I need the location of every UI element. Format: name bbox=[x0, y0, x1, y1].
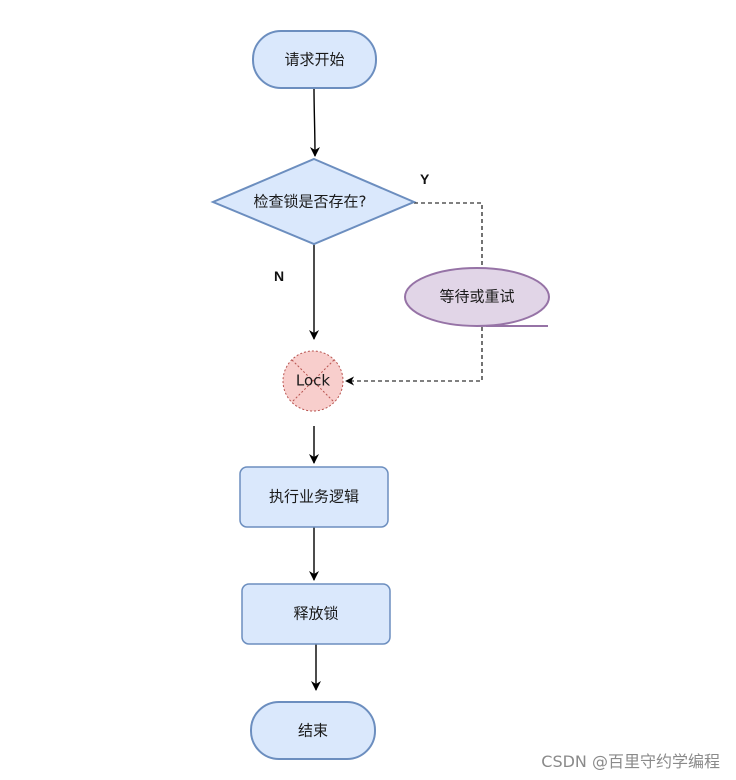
lock-node: Lock bbox=[282, 350, 344, 412]
edge-label-no: N bbox=[274, 268, 284, 284]
start-node: 请求开始 bbox=[252, 30, 377, 89]
edge-check-to-wait-yes bbox=[414, 202, 483, 267]
edge-wait-to-lock bbox=[345, 327, 483, 386]
execute-node: 执行业务逻辑 bbox=[239, 466, 389, 528]
check-lock-label: 检查锁是否存在? bbox=[254, 193, 367, 211]
end-node: 结束 bbox=[250, 701, 376, 760]
start-node-label: 请求开始 bbox=[284, 51, 344, 69]
wait-retry-node: 等待或重试 bbox=[404, 267, 550, 327]
end-node-label: 结束 bbox=[298, 722, 328, 740]
execute-label: 执行业务逻辑 bbox=[269, 488, 359, 506]
release-label: 释放锁 bbox=[293, 605, 338, 623]
lock-label: Lock bbox=[296, 372, 331, 390]
release-node: 释放锁 bbox=[241, 583, 391, 645]
edge-start-to-check bbox=[309, 87, 320, 157]
watermark: CSDN @百里守约学编程 bbox=[541, 752, 720, 771]
check-lock-decision: 检查锁是否存在? bbox=[210, 157, 417, 246]
edge-label-yes: Y bbox=[420, 171, 430, 187]
wait-retry-label: 等待或重试 bbox=[439, 288, 514, 306]
